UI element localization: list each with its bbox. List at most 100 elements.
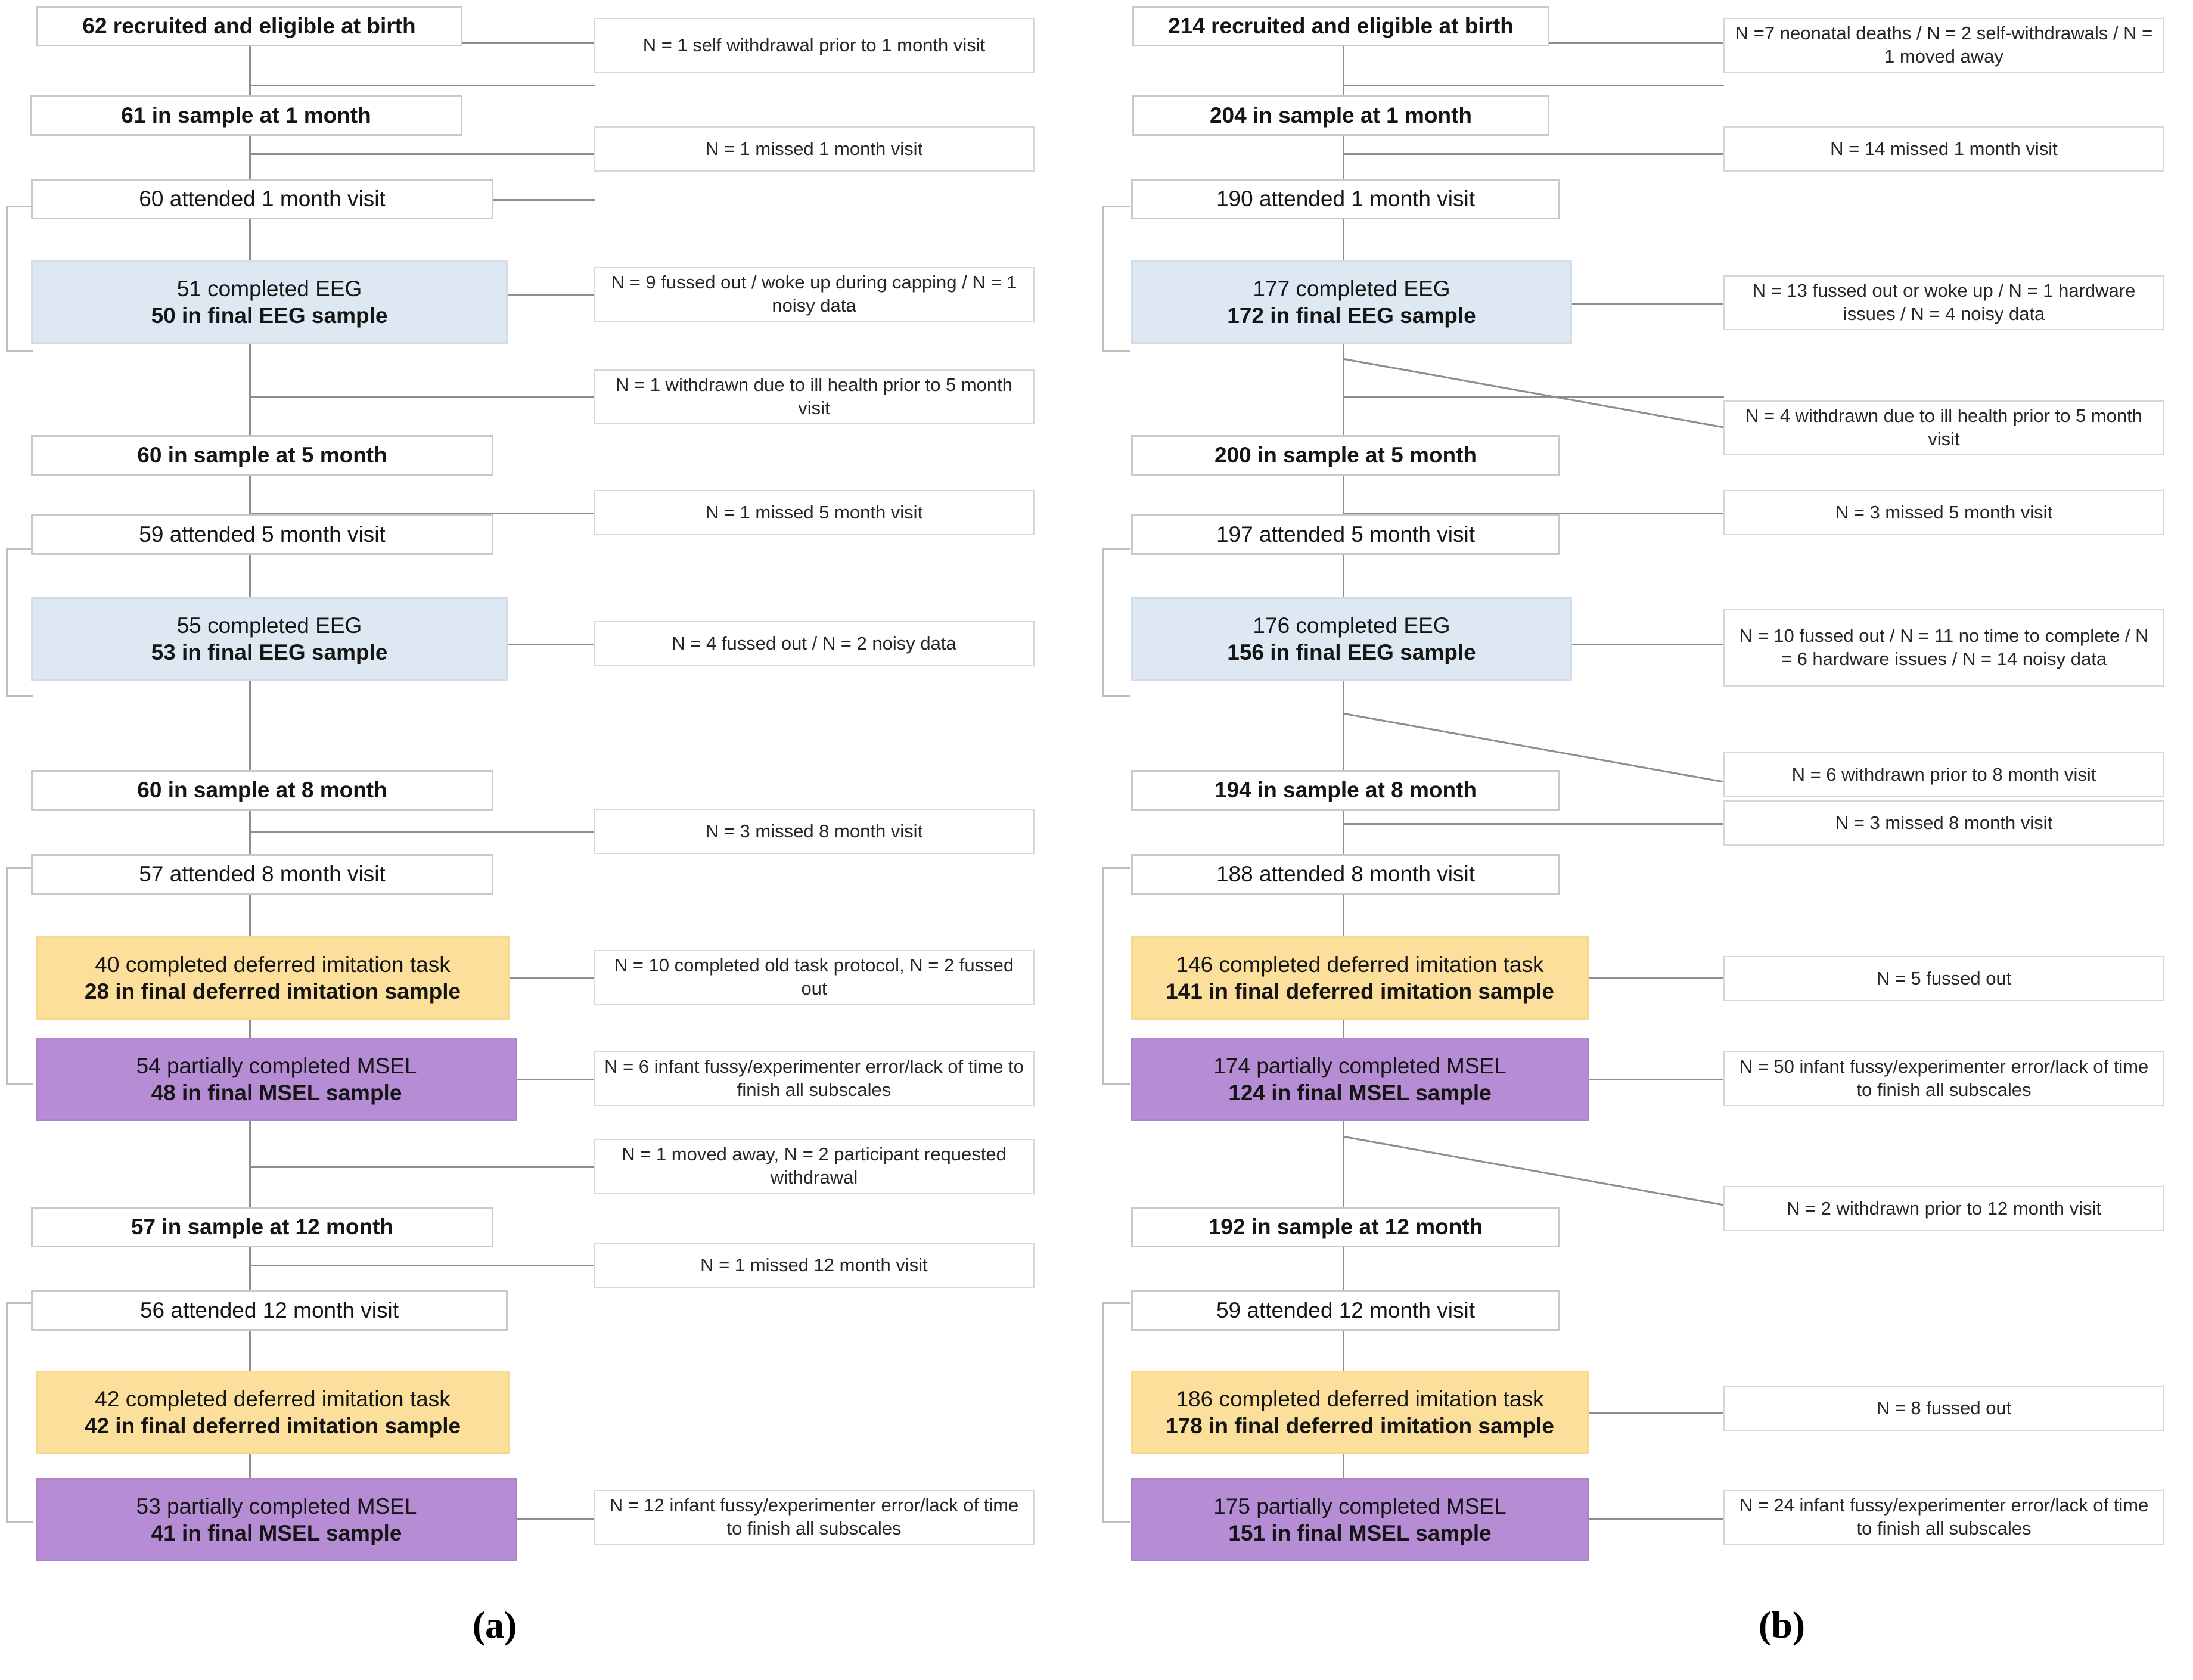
- connector-horizontal: [249, 1166, 595, 1168]
- node-attended-1-month: 190 attended 1 month visit: [1131, 179, 1560, 219]
- note-box: N = 10 fussed out / N = 11 no time to co…: [1723, 609, 2164, 687]
- node-attended-1-month: 60 attended 1 month visit: [31, 179, 493, 219]
- node-line1: 57 in sample at 12 month: [131, 1215, 394, 1240]
- connector-vertical: [1343, 701, 1344, 1547]
- note-text: N = 4 withdrawn due to ill health prior …: [1745, 405, 2142, 449]
- node-line2: 178 in final deferred imitation sample: [1166, 1414, 1554, 1438]
- node-line1: 59 attended 12 month visit: [1216, 1298, 1475, 1323]
- connector-horizontal: [249, 831, 595, 833]
- panel-caption-a: (a): [472, 1604, 517, 1646]
- node-line1: 62 recruited and eligible at birth: [82, 14, 416, 39]
- note-box: N = 3 missed 8 month visit: [1723, 800, 2164, 846]
- node-line2: 41 in final MSEL sample: [151, 1521, 402, 1545]
- node-line2: 53 in final EEG sample: [151, 640, 388, 664]
- note-box: N =7 neonatal deaths / N = 2 self-withdr…: [1723, 18, 2164, 73]
- panel-a: 62 recruited and eligible at birth 61 in…: [0, 0, 1096, 1680]
- connector-vertical: [249, 45, 251, 701]
- node-line1: 60 in sample at 5 month: [137, 443, 387, 468]
- node-line1: 40 completed deferred imitation task: [95, 952, 451, 977]
- node-line1: 42 completed deferred imitation task: [95, 1386, 451, 1411]
- node-line1: 56 attended 12 month visit: [139, 1298, 399, 1323]
- note-text: N = 1 missed 1 month visit: [705, 138, 923, 159]
- connector-horizontal: [1343, 85, 1724, 86]
- note-box: N = 1 moved away, N = 2 participant requ…: [594, 1139, 1035, 1194]
- note-box: N = 6 infant fussy/experimenter error/la…: [594, 1051, 1035, 1106]
- note-text: N = 50 infant fussy/experimenter error/l…: [1739, 1056, 2149, 1100]
- note-text: N = 3 missed 8 month visit: [705, 820, 923, 841]
- node-line1: 177 completed EEG: [1253, 276, 1450, 301]
- note-box: N = 5 fussed out: [1723, 956, 2164, 1001]
- node-line2: 151 in final MSEL sample: [1228, 1521, 1492, 1545]
- connector-horizontal: [1343, 513, 1724, 514]
- note-box: N = 8 fussed out: [1723, 1386, 2164, 1431]
- node-imitation-12-month: 186 completed deferred imitation task 17…: [1131, 1371, 1589, 1454]
- note-text: N = 9 fussed out / woke up during cappin…: [611, 272, 1017, 316]
- node-msel-8-month: 54 partially completed MSEL 48 in final …: [36, 1038, 517, 1121]
- note-box: N = 1 missed 12 month visit: [594, 1243, 1035, 1288]
- node-line1: 60 attended 1 month visit: [139, 187, 386, 212]
- node-msel-8-month: 174 partially completed MSEL 124 in fina…: [1131, 1038, 1589, 1121]
- node-line1: 186 completed deferred imitation task: [1176, 1386, 1544, 1411]
- note-text: N =7 neonatal deaths / N = 2 self-withdr…: [1735, 23, 2153, 67]
- group-bracket: [1102, 1302, 1130, 1523]
- note-text: N = 6 withdrawn prior to 8 month visit: [1791, 763, 2096, 785]
- note-box: N = 24 infant fussy/experimenter error/l…: [1723, 1490, 2164, 1545]
- connector-diagonal: [1342, 712, 1728, 784]
- node-imitation-8-month: 40 completed deferred imitation task 28 …: [36, 936, 510, 1020]
- connector-diagonal: [1342, 358, 1728, 429]
- node-line2: 172 in final EEG sample: [1227, 303, 1476, 328]
- note-text: N = 5 fussed out: [1876, 967, 2012, 989]
- node-recruited: 62 recruited and eligible at birth: [36, 6, 462, 46]
- group-bracket: [6, 1302, 33, 1523]
- node-imitation-8-month: 146 completed deferred imitation task 14…: [1131, 936, 1589, 1020]
- node-line1: 190 attended 1 month visit: [1216, 187, 1475, 212]
- note-box: N = 10 completed old task protocol, N = …: [594, 950, 1035, 1005]
- note-text: N = 8 fussed out: [1876, 1397, 2012, 1418]
- note-text: N = 13 fussed out or woke up / N = 1 har…: [1752, 280, 2136, 324]
- panel-caption-b: (b): [1758, 1604, 1806, 1646]
- node-line1: 176 completed EEG: [1253, 613, 1450, 638]
- node-line1: 59 attended 5 month visit: [139, 522, 386, 547]
- node-attended-8-month: 57 attended 8 month visit: [31, 854, 493, 895]
- note-box: N = 9 fussed out / woke up during cappin…: [594, 267, 1035, 322]
- node-line1: 175 partially completed MSEL: [1213, 1493, 1506, 1518]
- node-line1: 192 in sample at 12 month: [1208, 1215, 1483, 1240]
- connector-vertical: [1343, 45, 1344, 701]
- connector-horizontal: [1343, 153, 1724, 155]
- node-line1: 188 attended 8 month visit: [1216, 862, 1475, 887]
- node-line1: 204 in sample at 1 month: [1209, 103, 1473, 128]
- node-line1: 53 partially completed MSEL: [136, 1493, 417, 1518]
- group-bracket: [1102, 548, 1130, 697]
- note-box: N = 1 missed 5 month visit: [594, 490, 1035, 535]
- note-text: N = 14 missed 1 month visit: [1830, 138, 2058, 159]
- node-eeg-5-month: 55 completed EEG 53 in final EEG sample: [31, 597, 508, 681]
- connector-vertical: [249, 701, 251, 1547]
- node-line2: 156 in final EEG sample: [1227, 640, 1476, 664]
- node-sample-1-month: 61 in sample at 1 month: [30, 95, 462, 136]
- note-box: N = 2 withdrawn prior to 12 month visit: [1723, 1186, 2164, 1231]
- note-text: N = 1 moved away, N = 2 participant requ…: [622, 1144, 1007, 1188]
- node-line1: 146 completed deferred imitation task: [1176, 952, 1544, 977]
- node-sample-12-month: 57 in sample at 12 month: [31, 1207, 493, 1247]
- node-attended-5-month: 59 attended 5 month visit: [31, 514, 493, 555]
- note-box: N = 4 fussed out / N = 2 noisy data: [594, 621, 1035, 666]
- node-sample-8-month: 194 in sample at 8 month: [1131, 770, 1560, 811]
- note-text: N = 3 missed 5 month visit: [1835, 501, 2053, 523]
- node-line1: 54 partially completed MSEL: [136, 1053, 417, 1078]
- node-eeg-5-month: 176 completed EEG 156 in final EEG sampl…: [1131, 597, 1572, 681]
- note-box: N = 13 fussed out or woke up / N = 1 har…: [1723, 275, 2164, 330]
- node-line1: 61 in sample at 1 month: [121, 103, 371, 128]
- node-msel-12-month: 53 partially completed MSEL 41 in final …: [36, 1478, 517, 1561]
- node-sample-12-month: 192 in sample at 12 month: [1131, 1207, 1560, 1247]
- note-box: N = 12 infant fussy/experimenter error/l…: [594, 1490, 1035, 1545]
- note-text: N = 1 withdrawn due to ill health prior …: [615, 374, 1012, 418]
- node-line2: 141 in final deferred imitation sample: [1166, 979, 1554, 1004]
- note-box: N = 6 withdrawn prior to 8 month visit: [1723, 752, 2164, 797]
- note-text: N = 4 fussed out / N = 2 noisy data: [672, 632, 956, 654]
- note-box: N = 1 withdrawn due to ill health prior …: [594, 369, 1035, 424]
- connector-horizontal: [1343, 823, 1724, 825]
- node-line1: 197 attended 5 month visit: [1216, 522, 1475, 547]
- node-line2: 42 in final deferred imitation sample: [84, 1414, 461, 1438]
- note-text: N = 1 missed 5 month visit: [705, 501, 923, 523]
- node-line1: 60 in sample at 8 month: [137, 778, 387, 803]
